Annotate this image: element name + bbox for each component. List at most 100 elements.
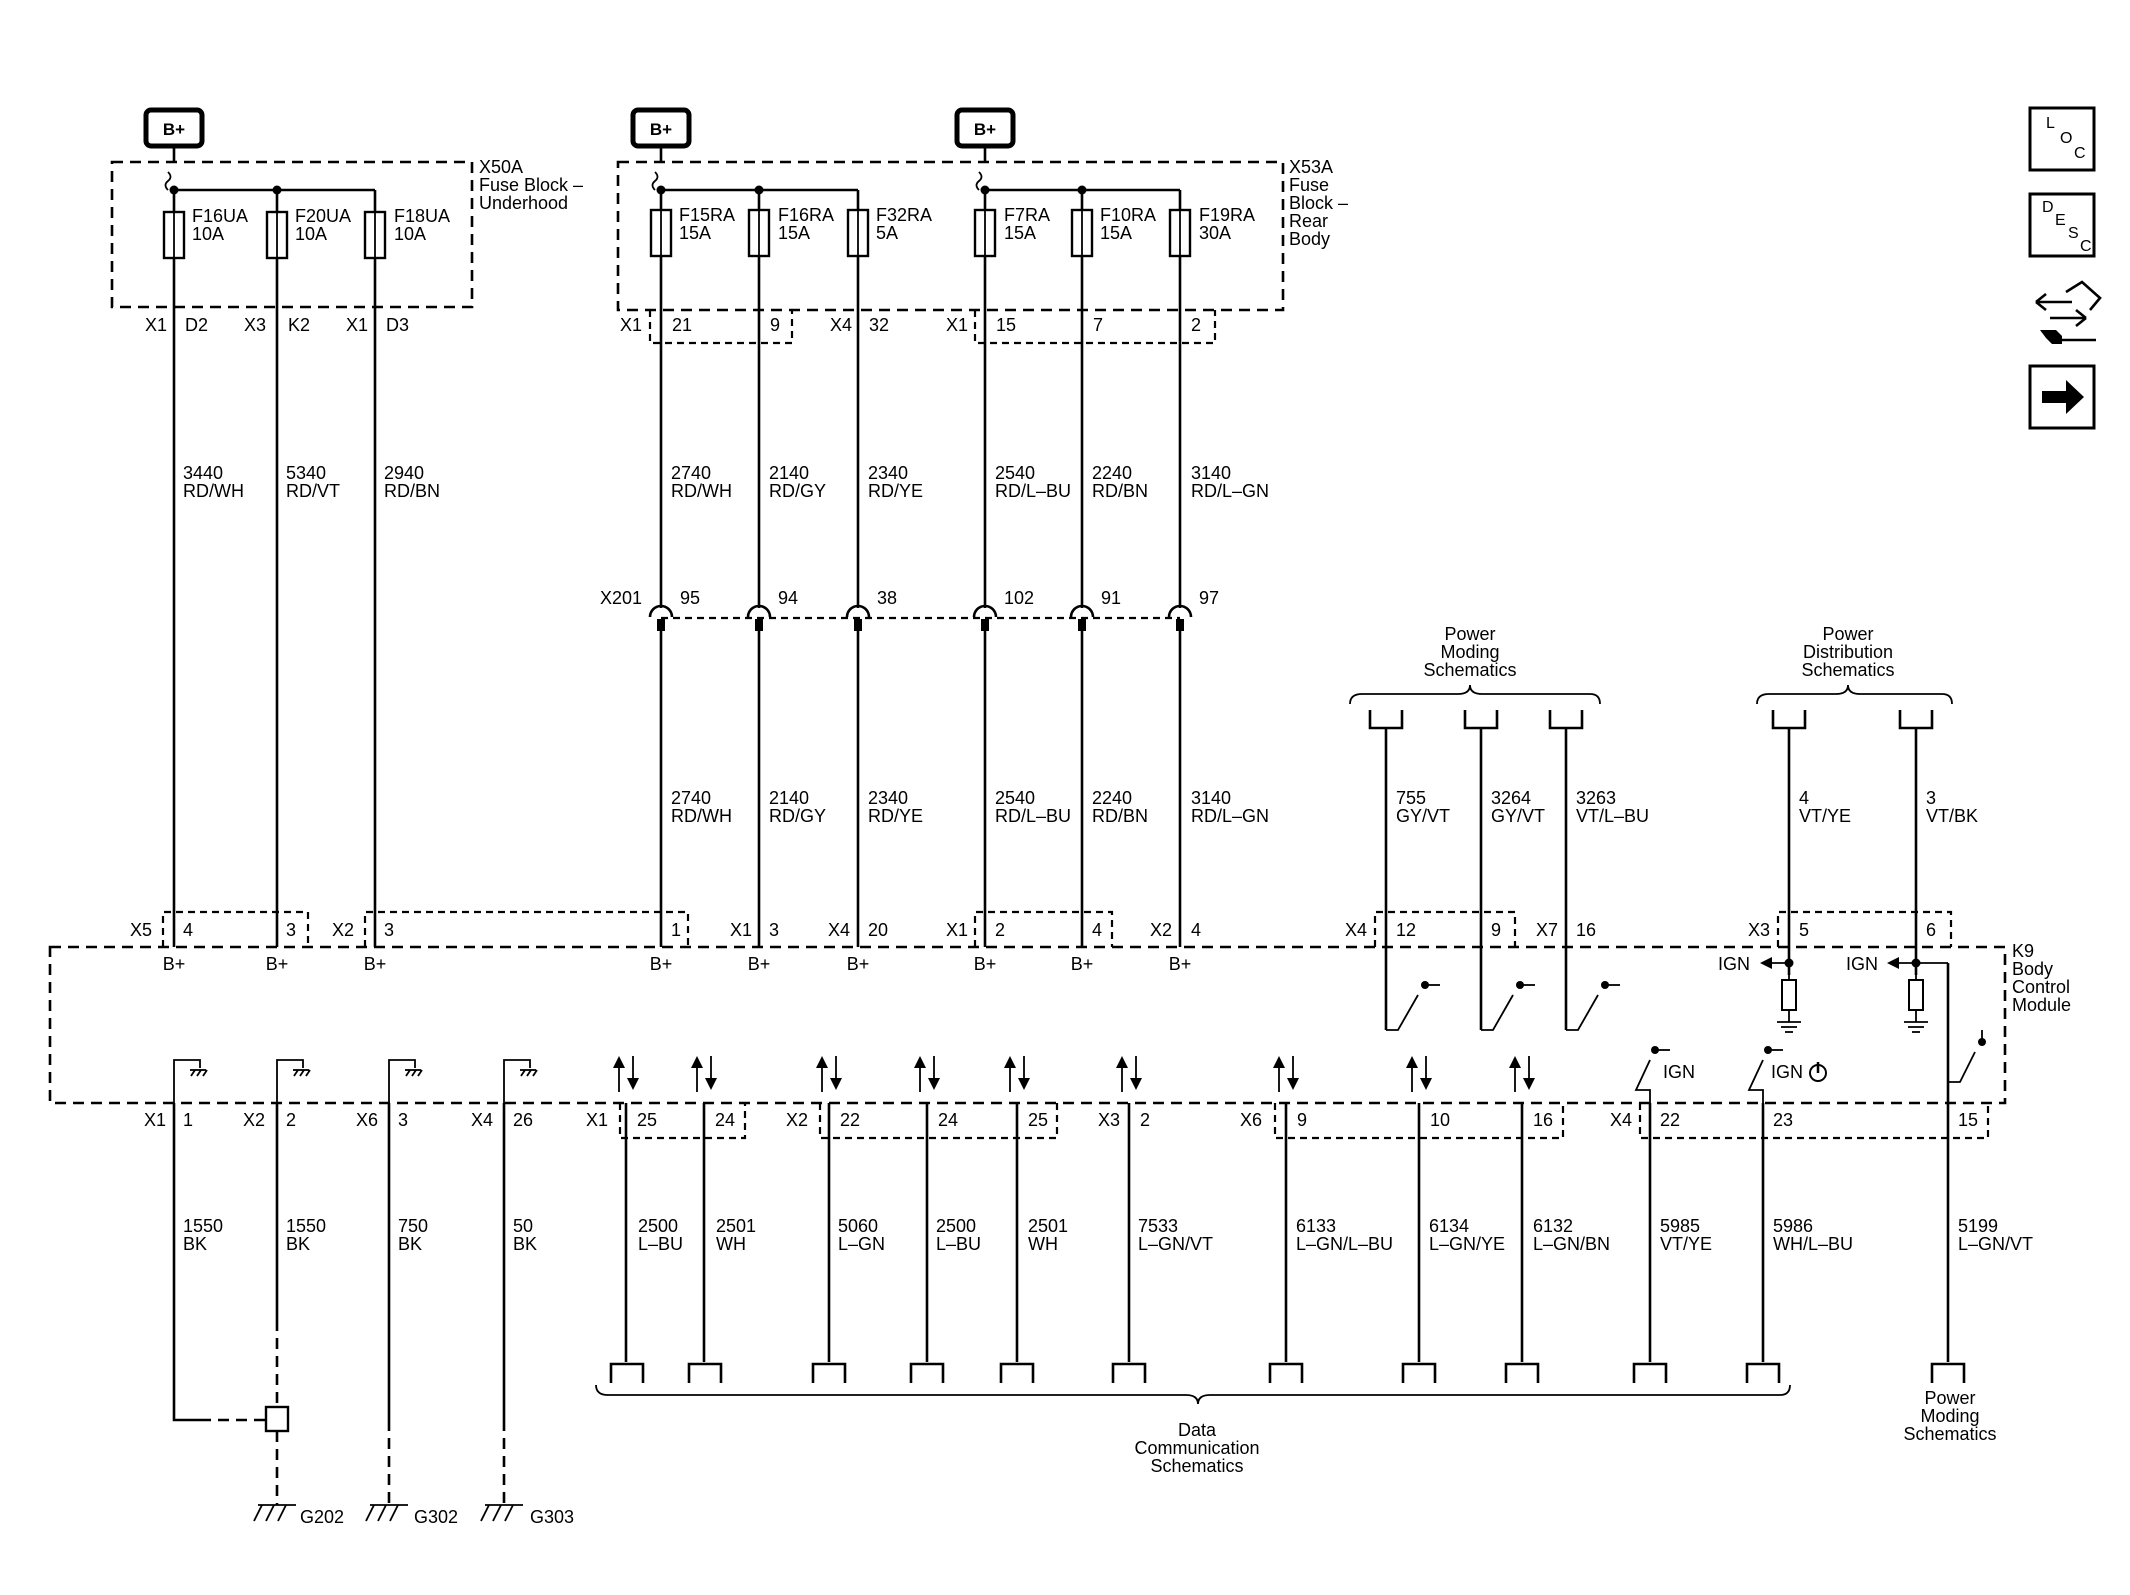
- bplus-input-label: B+: [847, 954, 870, 974]
- pin-label: 25: [637, 1110, 657, 1130]
- pin-label: 12: [1396, 920, 1416, 940]
- pin-label: 97: [1199, 588, 1219, 608]
- connector-id: X4: [828, 920, 850, 940]
- pin-label: 24: [938, 1110, 958, 1130]
- splice-pack-icon: [264, 1405, 290, 1433]
- bplus-input-label: B+: [266, 954, 289, 974]
- fuse-block-underhood: F16UA 10A F20UA 10A F18UA 10A X50A Fuse …: [110, 146, 583, 335]
- next-page-button[interactable]: [2028, 364, 2096, 430]
- pin-label: 26: [513, 1110, 533, 1130]
- ign-switch-output: IGN: [1634, 1046, 1695, 1103]
- wire-color: BK: [183, 1234, 207, 1254]
- circuit-number: 5340: [286, 463, 326, 483]
- fuse-name: F15RA: [679, 205, 735, 225]
- ground-g303: G303: [480, 1504, 574, 1527]
- pin-label: 9: [1297, 1110, 1307, 1130]
- pin-label: 22: [840, 1110, 860, 1130]
- wire-color: RD/BN: [1092, 806, 1148, 826]
- description-button[interactable]: D E S C: [2028, 192, 2096, 258]
- battery-supply-1: B+: [143, 107, 205, 149]
- pin-label: 15: [996, 315, 1016, 335]
- ref-label: Schematics: [1801, 660, 1894, 680]
- switch-input-icon: [1386, 981, 1440, 1031]
- component-name: Rear: [1289, 211, 1328, 231]
- ign-label: IGN: [1718, 954, 1750, 974]
- pin-label: 4: [1191, 920, 1201, 940]
- wire-color: RD/YE: [868, 481, 923, 501]
- circuit-number: 5985: [1660, 1216, 1700, 1236]
- pin-label: 16: [1576, 920, 1596, 940]
- wire-color: RD/L–GN: [1191, 481, 1269, 501]
- bidirectional-arrow-icon: [816, 1056, 842, 1092]
- wire-color: WH: [716, 1234, 746, 1254]
- pin-label: 38: [877, 588, 897, 608]
- power-distribution-reference[interactable]: Power Distribution Schematics: [1756, 624, 1953, 730]
- circuit-number: 4: [1799, 788, 1809, 808]
- power-icon: [1809, 1062, 1827, 1082]
- pin-label: 95: [680, 588, 700, 608]
- fuse-name: F18UA: [394, 206, 450, 226]
- component-name: Body: [1289, 229, 1330, 249]
- wire-color: GY/VT: [1396, 806, 1450, 826]
- pin-label: 7: [1093, 315, 1103, 335]
- pin-label: D3: [386, 315, 409, 335]
- wire-color: RD/BN: [384, 481, 440, 501]
- switch-input-icon: [1566, 981, 1620, 1031]
- ign-label: IGN: [1663, 1062, 1695, 1082]
- pin-label: 25: [1028, 1110, 1048, 1130]
- pin-label: 24: [715, 1110, 735, 1130]
- circuit-number: 2501: [1028, 1216, 1068, 1236]
- pin-label: 94: [778, 588, 798, 608]
- bidirectional-arrow-icon: [1116, 1056, 1142, 1092]
- component-id: K9: [2012, 941, 2034, 961]
- circuit-number: 2540: [995, 463, 1035, 483]
- wire-color: VT/BK: [1926, 806, 1978, 826]
- ref-label: Power: [1822, 624, 1873, 644]
- bplus-input-label: B+: [364, 954, 387, 974]
- inline-connector-x201: X201 95 94 38 102 91 97: [600, 588, 1219, 631]
- data-communication-reference[interactable]: Data Communication Schematics: [595, 1362, 1791, 1476]
- pin-label: 2: [1191, 315, 1201, 335]
- circuit-number: 1550: [183, 1216, 223, 1236]
- upper-wiring: 3440 RD/WH 5340 RD/VT 2940 RD/BN 2740 RD…: [172, 256, 1269, 947]
- location-button[interactable]: L O C: [2028, 106, 2096, 172]
- bplus-input-label: B+: [748, 954, 771, 974]
- component-name: Block –: [1289, 193, 1348, 213]
- wire-color: RD/L–GN: [1191, 806, 1269, 826]
- power-moding-reference-bottom[interactable]: Power Moding Schematics: [1903, 1362, 1997, 1444]
- pin-label: 2: [995, 920, 1005, 940]
- fuse-rating: 10A: [295, 224, 327, 244]
- ref-label: Schematics: [1903, 1424, 1996, 1444]
- wire-color: RD/WH: [183, 481, 244, 501]
- pin-label: 10: [1430, 1110, 1450, 1130]
- pin-label: 5: [1799, 920, 1809, 940]
- wire-color: GY/VT: [1491, 806, 1545, 826]
- fuse-rating: 10A: [192, 224, 224, 244]
- arrow-left-icon: [1887, 957, 1899, 969]
- connector-id: X1: [145, 315, 167, 335]
- ground-input-icon: [503, 1059, 538, 1103]
- ref-label: Moding: [1440, 642, 1499, 662]
- ref-label: Power: [1924, 1388, 1975, 1408]
- circuit-number: 6132: [1533, 1216, 1573, 1236]
- mid-wiring: 2740 RD/WH 2140 RD/GY 2340 RD/YE 2540 RD…: [671, 728, 1978, 1030]
- connector-id: X3: [1098, 1110, 1120, 1130]
- wire-color: VT/L–BU: [1576, 806, 1649, 826]
- circuit-number: 2500: [936, 1216, 976, 1236]
- connector-id: X4: [471, 1110, 493, 1130]
- bidirectional-arrow-icon: [1509, 1056, 1535, 1092]
- component-name: Module: [2012, 995, 2071, 1015]
- wire-color: L–BU: [638, 1234, 683, 1254]
- pin-label: 22: [1660, 1110, 1680, 1130]
- connector-id: X1: [586, 1110, 608, 1130]
- connector-repair-icon[interactable]: [2035, 280, 2102, 344]
- desc-letter: S: [2068, 225, 2079, 242]
- fuse-name: F10RA: [1100, 205, 1156, 225]
- wire-color: RD/WH: [671, 806, 732, 826]
- loc-letter: L: [2046, 115, 2055, 132]
- bidirectional-arrow-icon: [914, 1056, 940, 1092]
- wire-color: L–GN: [838, 1234, 885, 1254]
- pin-label: 3: [398, 1110, 408, 1130]
- wire-color: RD/GY: [769, 806, 826, 826]
- power-moding-reference-top[interactable]: Power Moding Schematics: [1349, 624, 1601, 730]
